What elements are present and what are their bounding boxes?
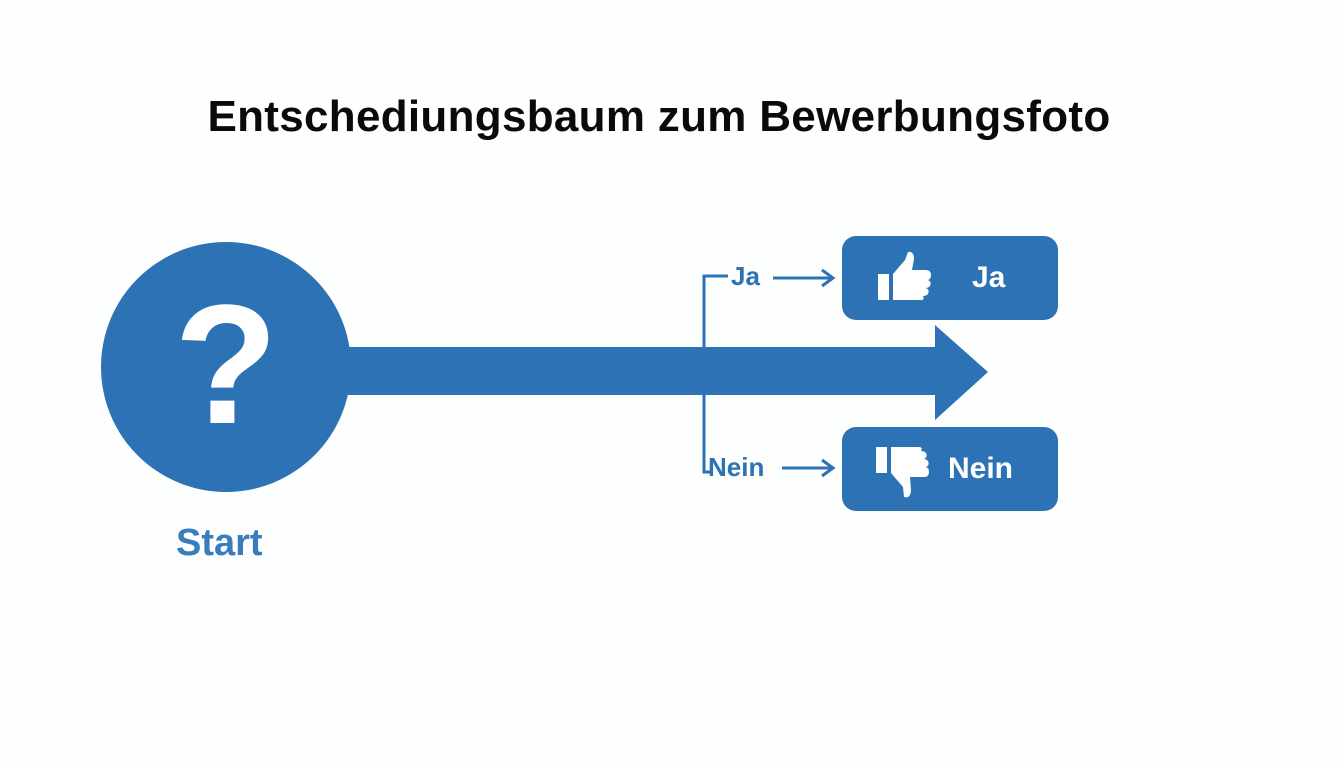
thumbs-down-icon [876, 447, 929, 498]
branch-line [702, 274, 728, 474]
edge-label-ja: Ja [731, 261, 760, 291]
main-arrow-head [935, 325, 988, 420]
result-label-nein: Nein [948, 452, 1014, 485]
result-box-nein: Nein [842, 427, 1058, 511]
start-label: Start [176, 522, 263, 564]
edge-label-nein: Nein [708, 452, 765, 482]
thumbs-up-icon [878, 251, 931, 300]
diagram-title: Entschediungsbaum zum Bewerbungsfoto [207, 92, 1111, 141]
start-node [101, 242, 351, 492]
result-label-ja: Ja [972, 261, 1006, 294]
result-box-ja: Ja [842, 236, 1058, 320]
ja-arrow-head [821, 268, 836, 288]
main-arrow-shaft [345, 347, 937, 395]
nein-arrow-head [821, 458, 836, 478]
question-mark-icon: ? [174, 270, 278, 460]
